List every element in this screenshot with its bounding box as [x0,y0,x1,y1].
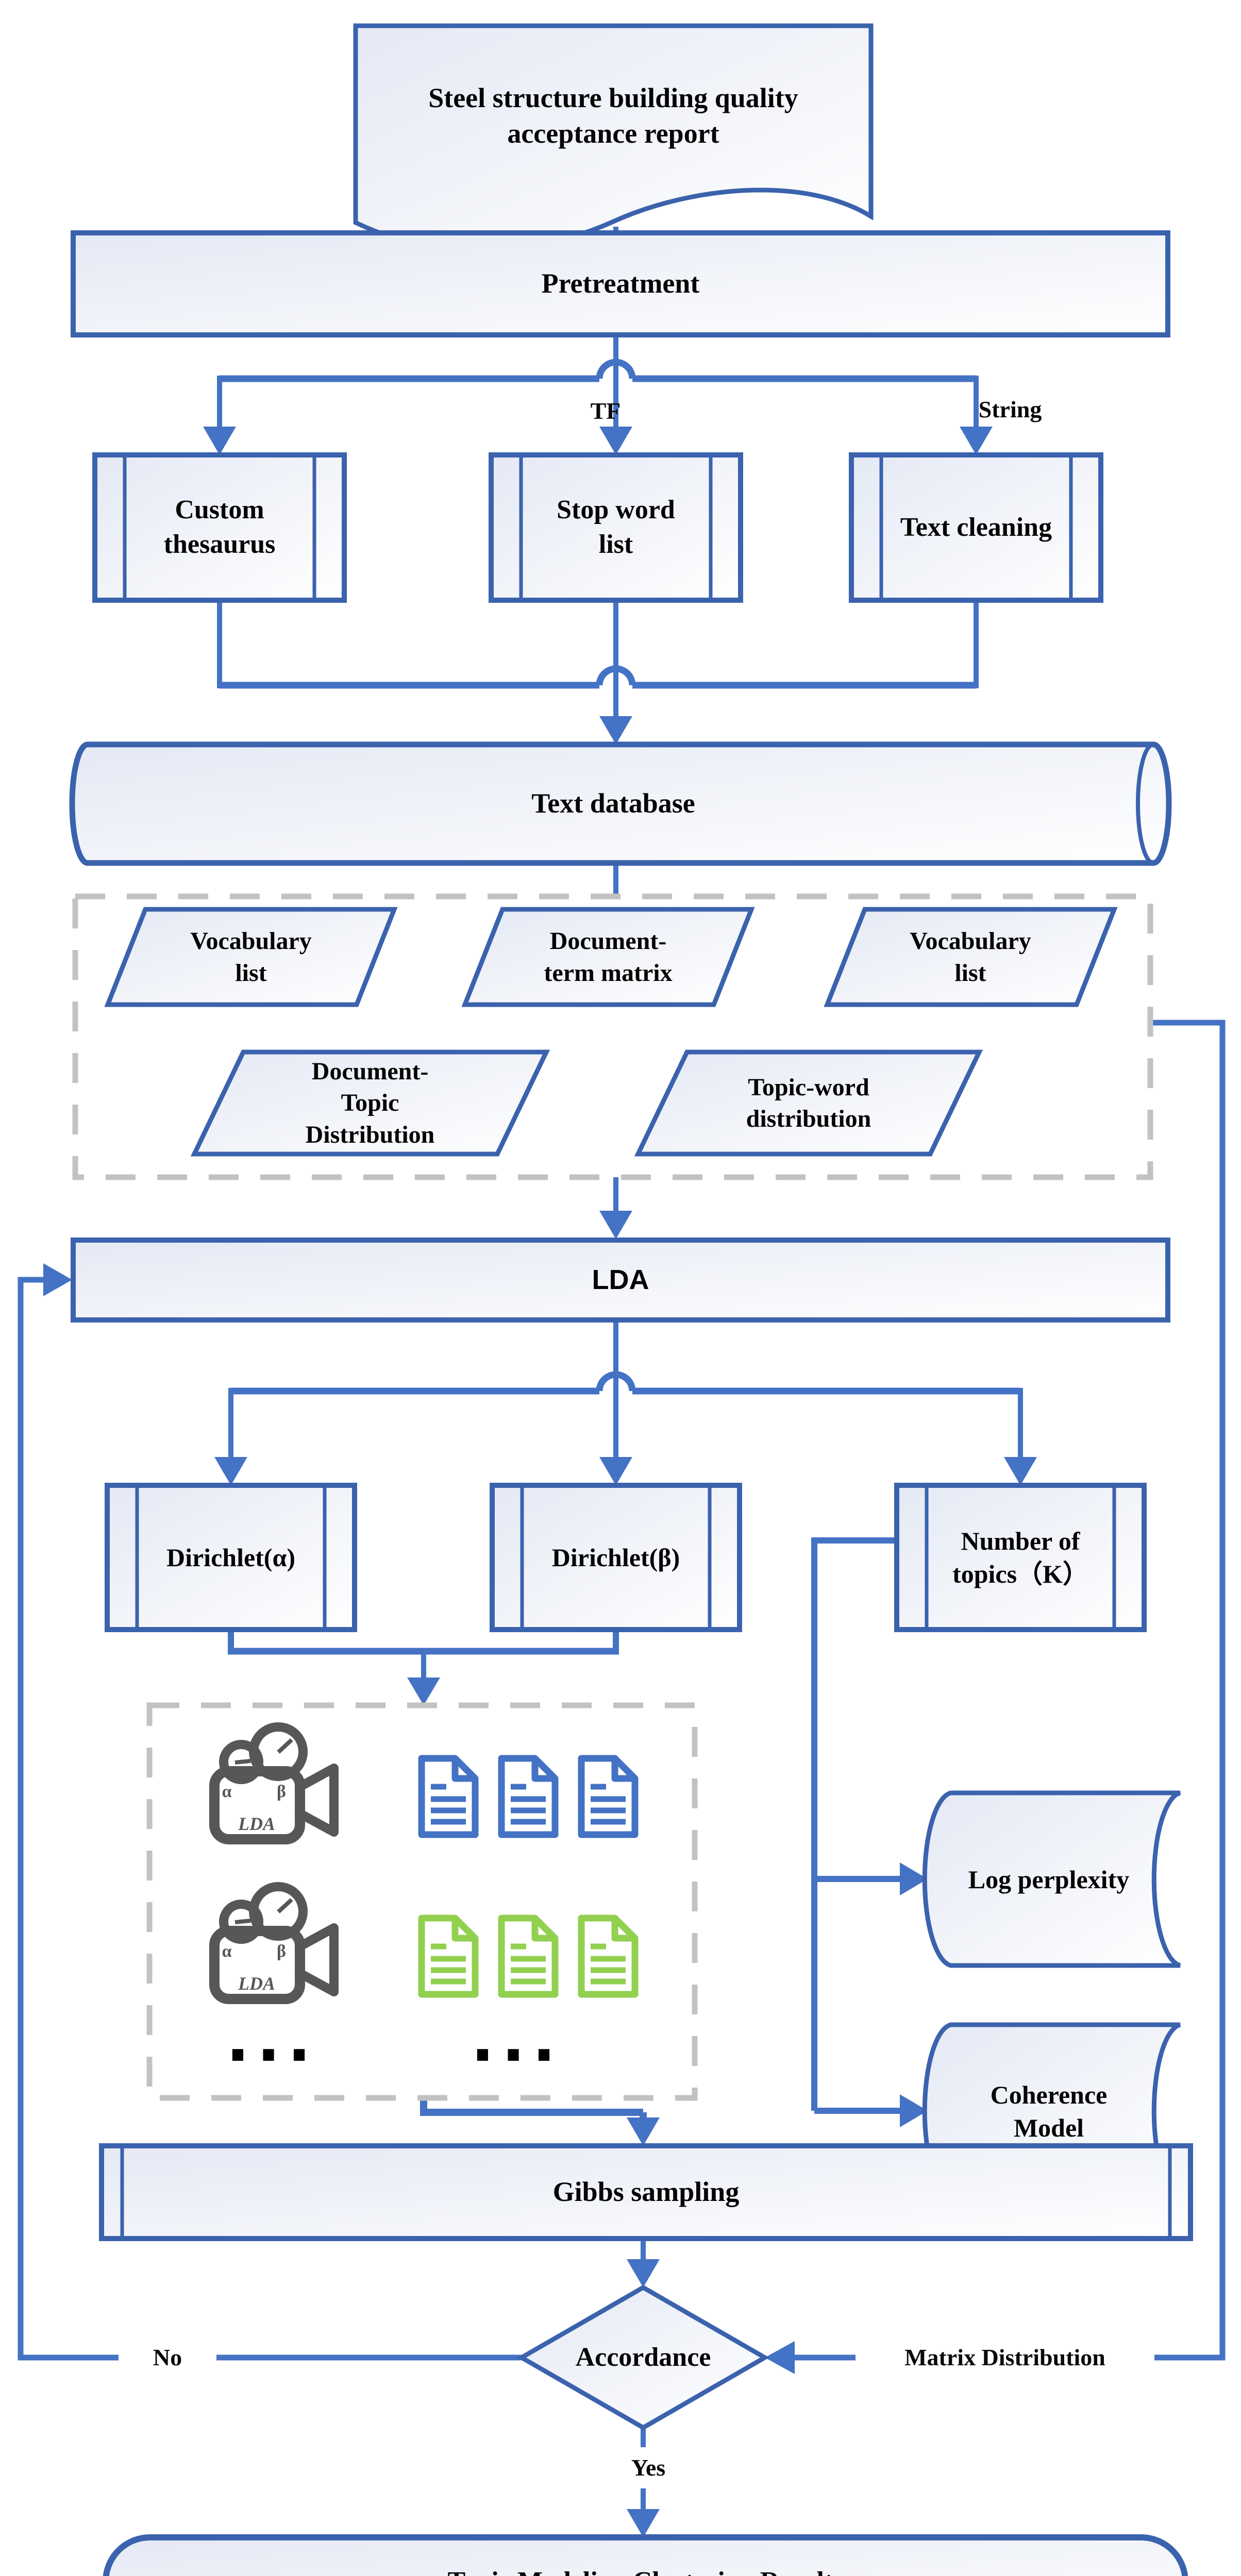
text-cleaning-shape [849,452,1103,603]
document-term-matrix-shape [461,907,755,1007]
text-database-cylinder [69,741,1172,866]
lda-shape [71,1238,1170,1323]
split-line-hop [596,1371,636,1392]
report-document-shape [353,23,874,252]
arrowhead-custom [203,427,236,455]
custom-thesaurus-shape [92,452,347,603]
arrowhead-accordance [627,2259,660,2287]
arrowhead-cleaning [960,427,993,455]
accordance-diamond-shape [516,2284,770,2431]
arrowhead-beta [599,1457,632,1485]
pretreatment-shape [71,230,1170,337]
edge-no-feedback [18,1277,522,2361]
log-perplexity-shape [922,1790,1181,1968]
arrowhead-lda [599,1211,632,1239]
branch-line-hop [596,359,636,379]
results-terminator-shape [103,2534,1188,2576]
shapes [69,23,1193,2576]
arrowhead-logperplexity [900,1862,928,1895]
dirichlet-alpha-shape [105,1483,357,1632]
lda-camera-icon [214,1727,334,1839]
arrowhead-database [599,716,632,744]
document-blue-icon [581,1758,635,1835]
document-green-icon [581,1918,635,1994]
gibbs-sampling-shape [99,2143,1193,2241]
arrowhead-iconbox [407,1677,440,1705]
dirichlet-beta-shape [490,1483,742,1632]
icons [214,1727,635,1999]
arrowhead-diamond-right [765,2341,795,2374]
stop-word-list-shape [489,452,743,603]
dashed-boxes [72,893,1153,2101]
arrowhead-topics [1004,1457,1037,1485]
arrowhead-coherence [900,2094,928,2127]
number-of-topics-shape [894,1483,1147,1632]
edge-iconbox-gibbs [420,2098,643,2116]
edge-topics-metrics [811,1537,897,2111]
vocabulary-list-1-shape [104,907,398,1007]
document-topic-distribution-shape [190,1049,550,1157]
vocabulary-list-2-shape [824,907,1118,1007]
sampling-group-dashed-box [146,1702,698,2101]
document-green-icon [501,1918,555,1994]
text-database-cap [1136,742,1171,865]
document-green-icon [422,1918,475,1994]
arrowhead-lda-left [43,1263,72,1296]
arrowhead-alpha [214,1457,247,1485]
document-blue-icon [501,1758,555,1835]
arrowhead-results [627,2509,660,2537]
document-blue-icon [422,1758,475,1835]
connectors [18,227,1226,2537]
arrowhead-gibbs [627,2117,660,2146]
matrix-group-dashed-box [72,893,1153,1180]
lda-camera-icon [214,1887,334,1999]
arrowhead-stopword [599,427,632,455]
topic-word-distribution-shape [634,1049,983,1157]
